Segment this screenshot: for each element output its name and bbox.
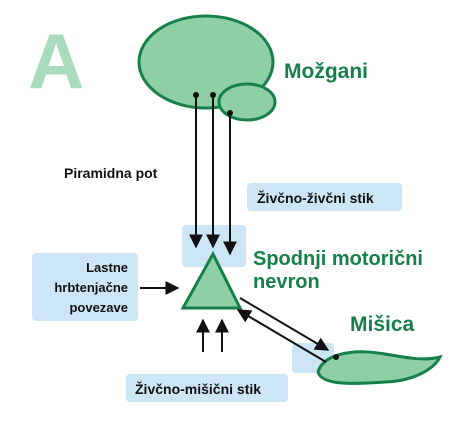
pyramidal-tract-label: Piramidna pot	[64, 165, 158, 181]
sensory-feedback-arrow	[236, 309, 327, 363]
lower-motor-neuron-label-line2: nevron	[253, 271, 320, 293]
muscle-dot	[333, 354, 339, 360]
lower-motor-neuron-shape	[180, 250, 243, 310]
spinal-connections-label-line3: povezave	[69, 300, 128, 315]
muscle-shape	[316, 350, 443, 385]
motor-output-arrow	[239, 297, 330, 351]
synapse-label: Živčno-živčni stik	[257, 189, 374, 206]
synapse-label-box	[247, 183, 402, 211]
neuromuscular-junction-label: Živčno-mišični stik	[135, 380, 261, 397]
muscle-label: Mišica	[350, 313, 415, 336]
lower-motor-neuron-label-line1: Spodnji motorični	[253, 248, 423, 270]
panel-letter: A	[28, 17, 84, 105]
brainstem-shape	[217, 82, 277, 122]
neuromuscular-junction-label-box	[126, 374, 288, 402]
brain-label: Možgani	[284, 60, 368, 83]
spinal-connections-box	[32, 253, 138, 321]
spinal-connections-label-line1: Lastne	[86, 260, 128, 275]
spinal-connections-label-line2: hrbtenjačne	[54, 280, 128, 295]
